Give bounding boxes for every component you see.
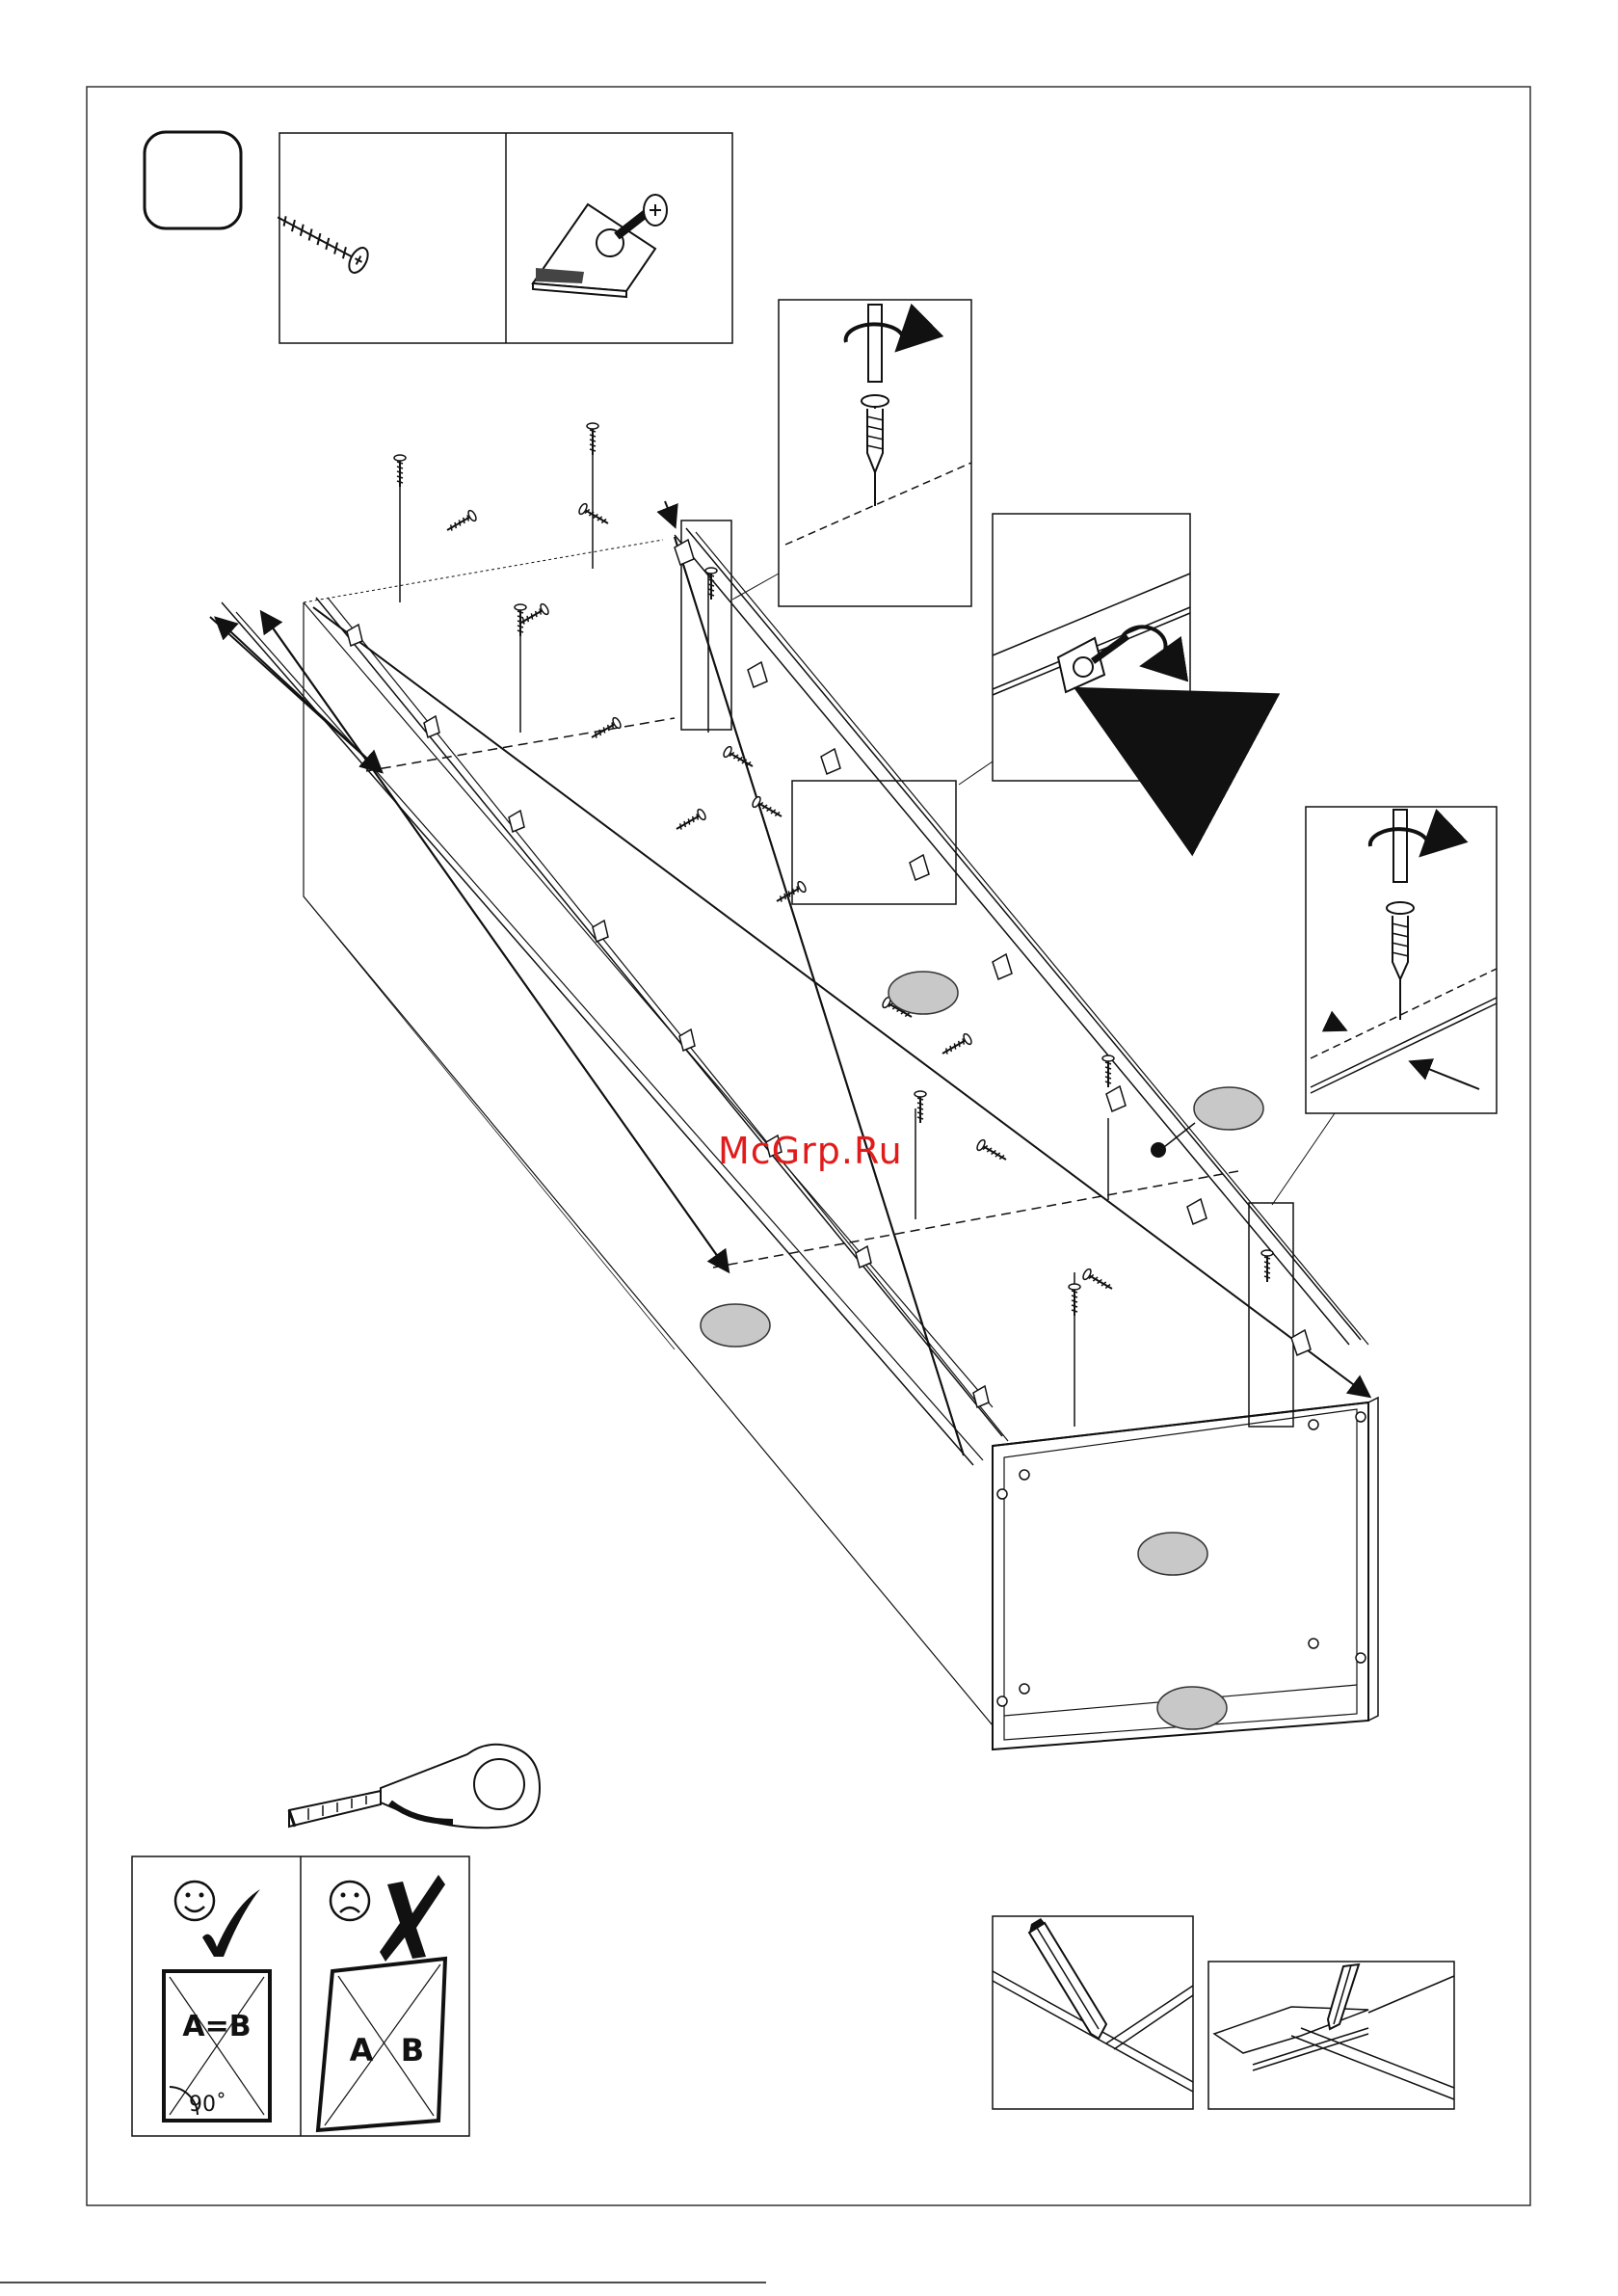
right-angle-label: 90˚	[189, 2093, 226, 2117]
reference-dot	[1151, 1142, 1166, 1158]
part-marker	[701, 1304, 770, 1347]
part-marker	[1194, 1087, 1263, 1130]
detail-screw-right	[1306, 807, 1497, 1113]
diagonal-a-label: A	[350, 2032, 374, 2069]
detail-screw-vertical	[779, 300, 971, 606]
part-markers	[701, 972, 1263, 1729]
equal-diagonal-label: A=B	[182, 2010, 251, 2043]
square-check-panel: A=B 90˚ A B	[132, 1856, 469, 2136]
part-marker	[889, 972, 958, 1014]
pencil-mark-detail-2	[1208, 1962, 1454, 2109]
detail-bracket-screw	[993, 514, 1190, 781]
parts-panel	[272, 133, 732, 343]
detail-callout-box	[1249, 1203, 1293, 1427]
smiley-happy-icon	[175, 1882, 214, 1920]
part-marker	[1138, 1533, 1207, 1575]
tape-measure-icon	[289, 1745, 540, 1828]
step-number-box	[145, 132, 241, 228]
smiley-sad-icon	[331, 1882, 369, 1920]
watermark-text: McGrp.Ru	[718, 1130, 903, 1172]
part-marker	[1157, 1687, 1227, 1729]
pencil-mark-detail-1	[993, 1916, 1193, 2109]
diagonal-b-label: B	[401, 2032, 424, 2069]
